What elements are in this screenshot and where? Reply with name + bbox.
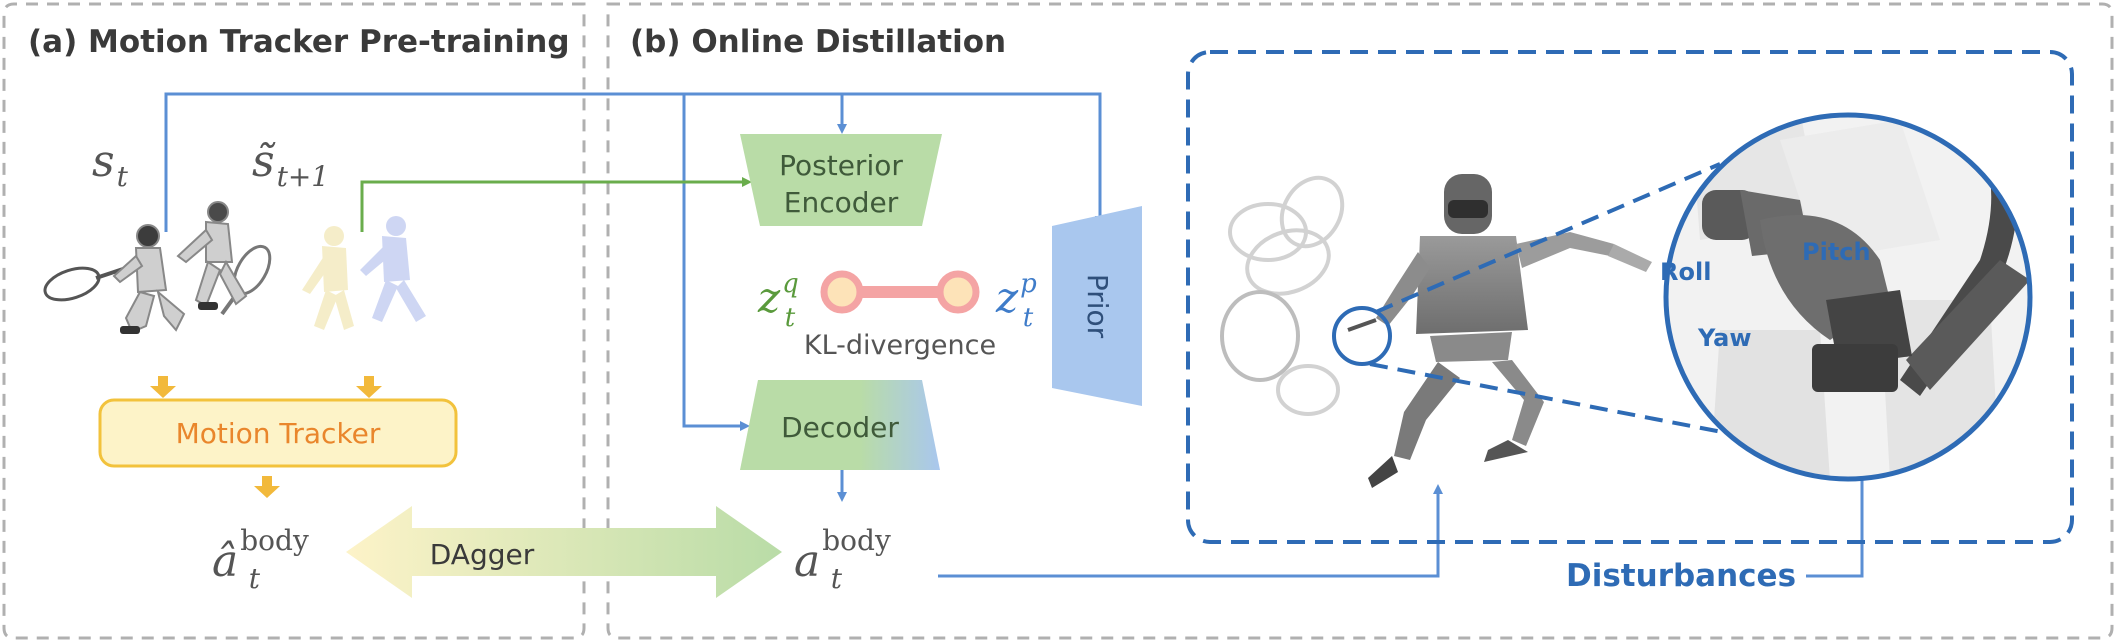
posterior-encoder-label-1: Posterior xyxy=(779,149,903,182)
decoder-label: Decoder xyxy=(781,411,899,444)
pitch-label: Pitch xyxy=(1802,238,1871,266)
disturbances-label: Disturbances xyxy=(1566,558,1796,594)
posterior-encoder-label-2: Encoder xyxy=(784,186,899,219)
yaw-label: Yaw xyxy=(1697,324,1752,352)
reference-motion-illustration xyxy=(302,216,426,330)
yellow-input-arrows xyxy=(150,376,382,498)
to-decoder-line xyxy=(682,94,750,431)
panel-a-title: (a) Motion Tracker Pre-training xyxy=(28,24,570,60)
state-feed-line xyxy=(164,92,1105,232)
motion-tracker-block xyxy=(98,398,458,468)
humanoid-robot xyxy=(1347,174,1652,488)
panel-b-frame xyxy=(606,2,2114,640)
posterior-encoder-block xyxy=(740,134,942,226)
blue-connectors xyxy=(164,92,1867,578)
robot-scene-frame xyxy=(1186,50,2074,544)
wrist-zoom-view xyxy=(1663,112,2033,482)
posterior-latent-node xyxy=(820,270,864,314)
reference-to-encoder-arrow xyxy=(360,177,752,232)
decoder-block xyxy=(740,380,940,470)
motion-tracker-label: Motion Tracker xyxy=(176,417,381,450)
dagger-arrow xyxy=(346,506,782,598)
reference-state-symbol: s̃t+1 xyxy=(252,136,329,193)
prior-label: Prior xyxy=(1081,274,1114,339)
panel-b-title: (b) Online Distillation xyxy=(630,24,1006,60)
roll-label: Roll xyxy=(1660,258,1711,286)
prior-block xyxy=(1052,206,1142,406)
zoom-connectors xyxy=(1369,162,1723,434)
panel-a-frame xyxy=(2,2,586,640)
dagger-label: DAgger xyxy=(430,538,535,571)
kl-divergence-label: KL-divergence xyxy=(804,330,996,361)
state-symbol: st xyxy=(92,136,129,193)
action-to-robot-line xyxy=(938,484,1443,578)
wrist-focus-circle xyxy=(1332,306,1392,366)
kl-divergence-link xyxy=(820,270,980,314)
racket-motion-ghosts xyxy=(1220,175,1345,416)
prior-latent-node xyxy=(936,270,980,314)
tennis-robot-illustration xyxy=(43,201,272,334)
